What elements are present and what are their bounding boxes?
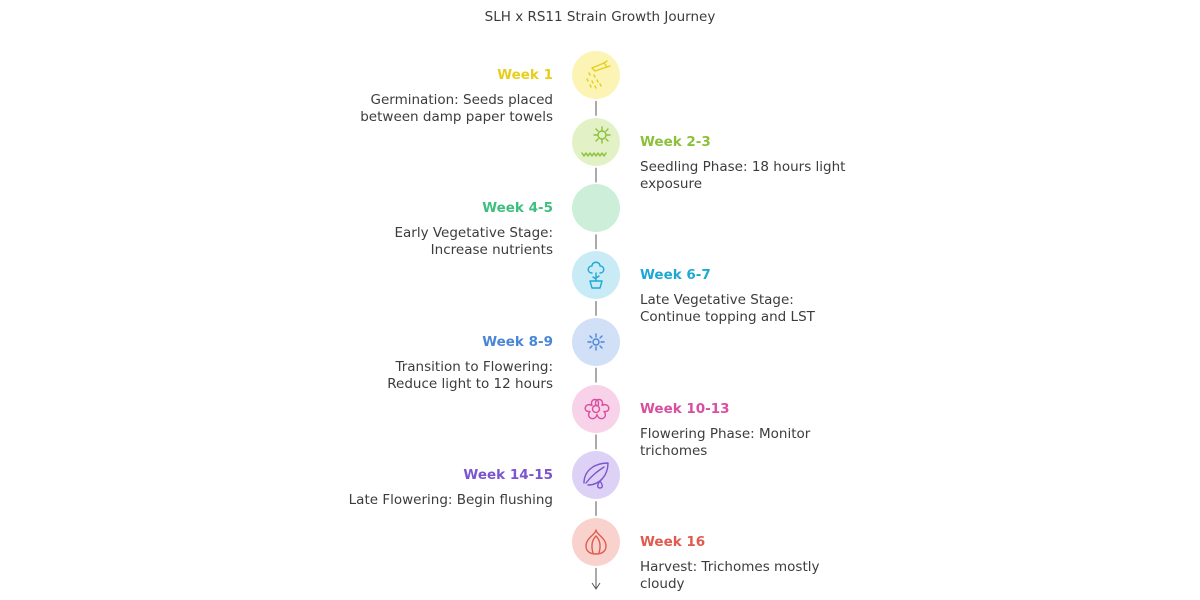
stage-description-line: Late Flowering: Begin flushing <box>348 492 553 509</box>
stage-week-label: Week 6-7 <box>640 267 711 284</box>
stage-description: Late Flowering: Begin flushing <box>323 492 553 509</box>
stage-description-line: Reduce light to 12 hours <box>387 375 553 392</box>
stage-week-label: Week 2-3 <box>640 133 711 150</box>
stage-node <box>572 317 620 366</box>
stage-description-line: Late Vegetative Stage: <box>640 292 794 309</box>
stage-description-line: Seedling Phase: 18 hours light <box>640 158 846 175</box>
sun-grass-icon <box>581 125 611 157</box>
stage-week-label: Week 4-5 <box>482 200 553 217</box>
potted-plant-icon <box>587 261 605 289</box>
stage-description-line: between damp paper towels <box>360 109 553 125</box>
seed-sprinkle-icon <box>586 60 611 89</box>
stage-week-label: Week 16 <box>640 533 706 550</box>
stage-node <box>572 117 620 166</box>
stage-node <box>572 184 620 233</box>
leaf-drop-icon <box>583 462 609 489</box>
stage-node <box>572 384 620 433</box>
garlic-bulb-icon <box>585 529 607 555</box>
stage-description-line: Early Vegetative Stage: <box>394 225 553 242</box>
stage-description-line: Germination: Seeds placed <box>370 92 553 108</box>
stage-week-label: Week 1 <box>497 67 553 83</box>
stage-description-line: cloudy <box>640 575 685 592</box>
stage-node <box>572 51 620 99</box>
diagram-title: SLH x RS11 Strain Growth Journey <box>484 9 716 25</box>
stage-node <box>572 251 620 300</box>
stage-description-line: trichomes <box>640 442 708 459</box>
stage-description: Late Vegetative Stage:Continue topping a… <box>640 292 870 326</box>
stage-description-line: Continue topping and LST <box>640 309 815 326</box>
stage-description-line: Increase nutrients <box>430 242 553 259</box>
stage-node <box>572 517 620 566</box>
worm-icon <box>584 194 610 220</box>
stage-description-line: exposure <box>640 175 703 192</box>
stage-description-line: Harvest: Trichomes mostly <box>640 558 820 575</box>
stage-week-label: Week 14-15 <box>463 467 553 484</box>
stage-description-line: Transition to Flowering: <box>395 358 553 375</box>
small-sun-icon <box>587 333 605 351</box>
flower-icon <box>584 398 610 419</box>
stage-node <box>572 451 620 500</box>
stage-description-line: Flowering Phase: Monitor <box>640 425 811 442</box>
timeline-arrowhead <box>591 582 601 590</box>
stage-description: Early Vegetative Stage:Increase nutrient… <box>323 225 553 259</box>
stage-week-label: Week 8-9 <box>482 333 553 350</box>
stage-week-label: Week 10-13 <box>640 400 730 417</box>
stage-description: Transition to Flowering:Reduce light to … <box>323 359 553 393</box>
